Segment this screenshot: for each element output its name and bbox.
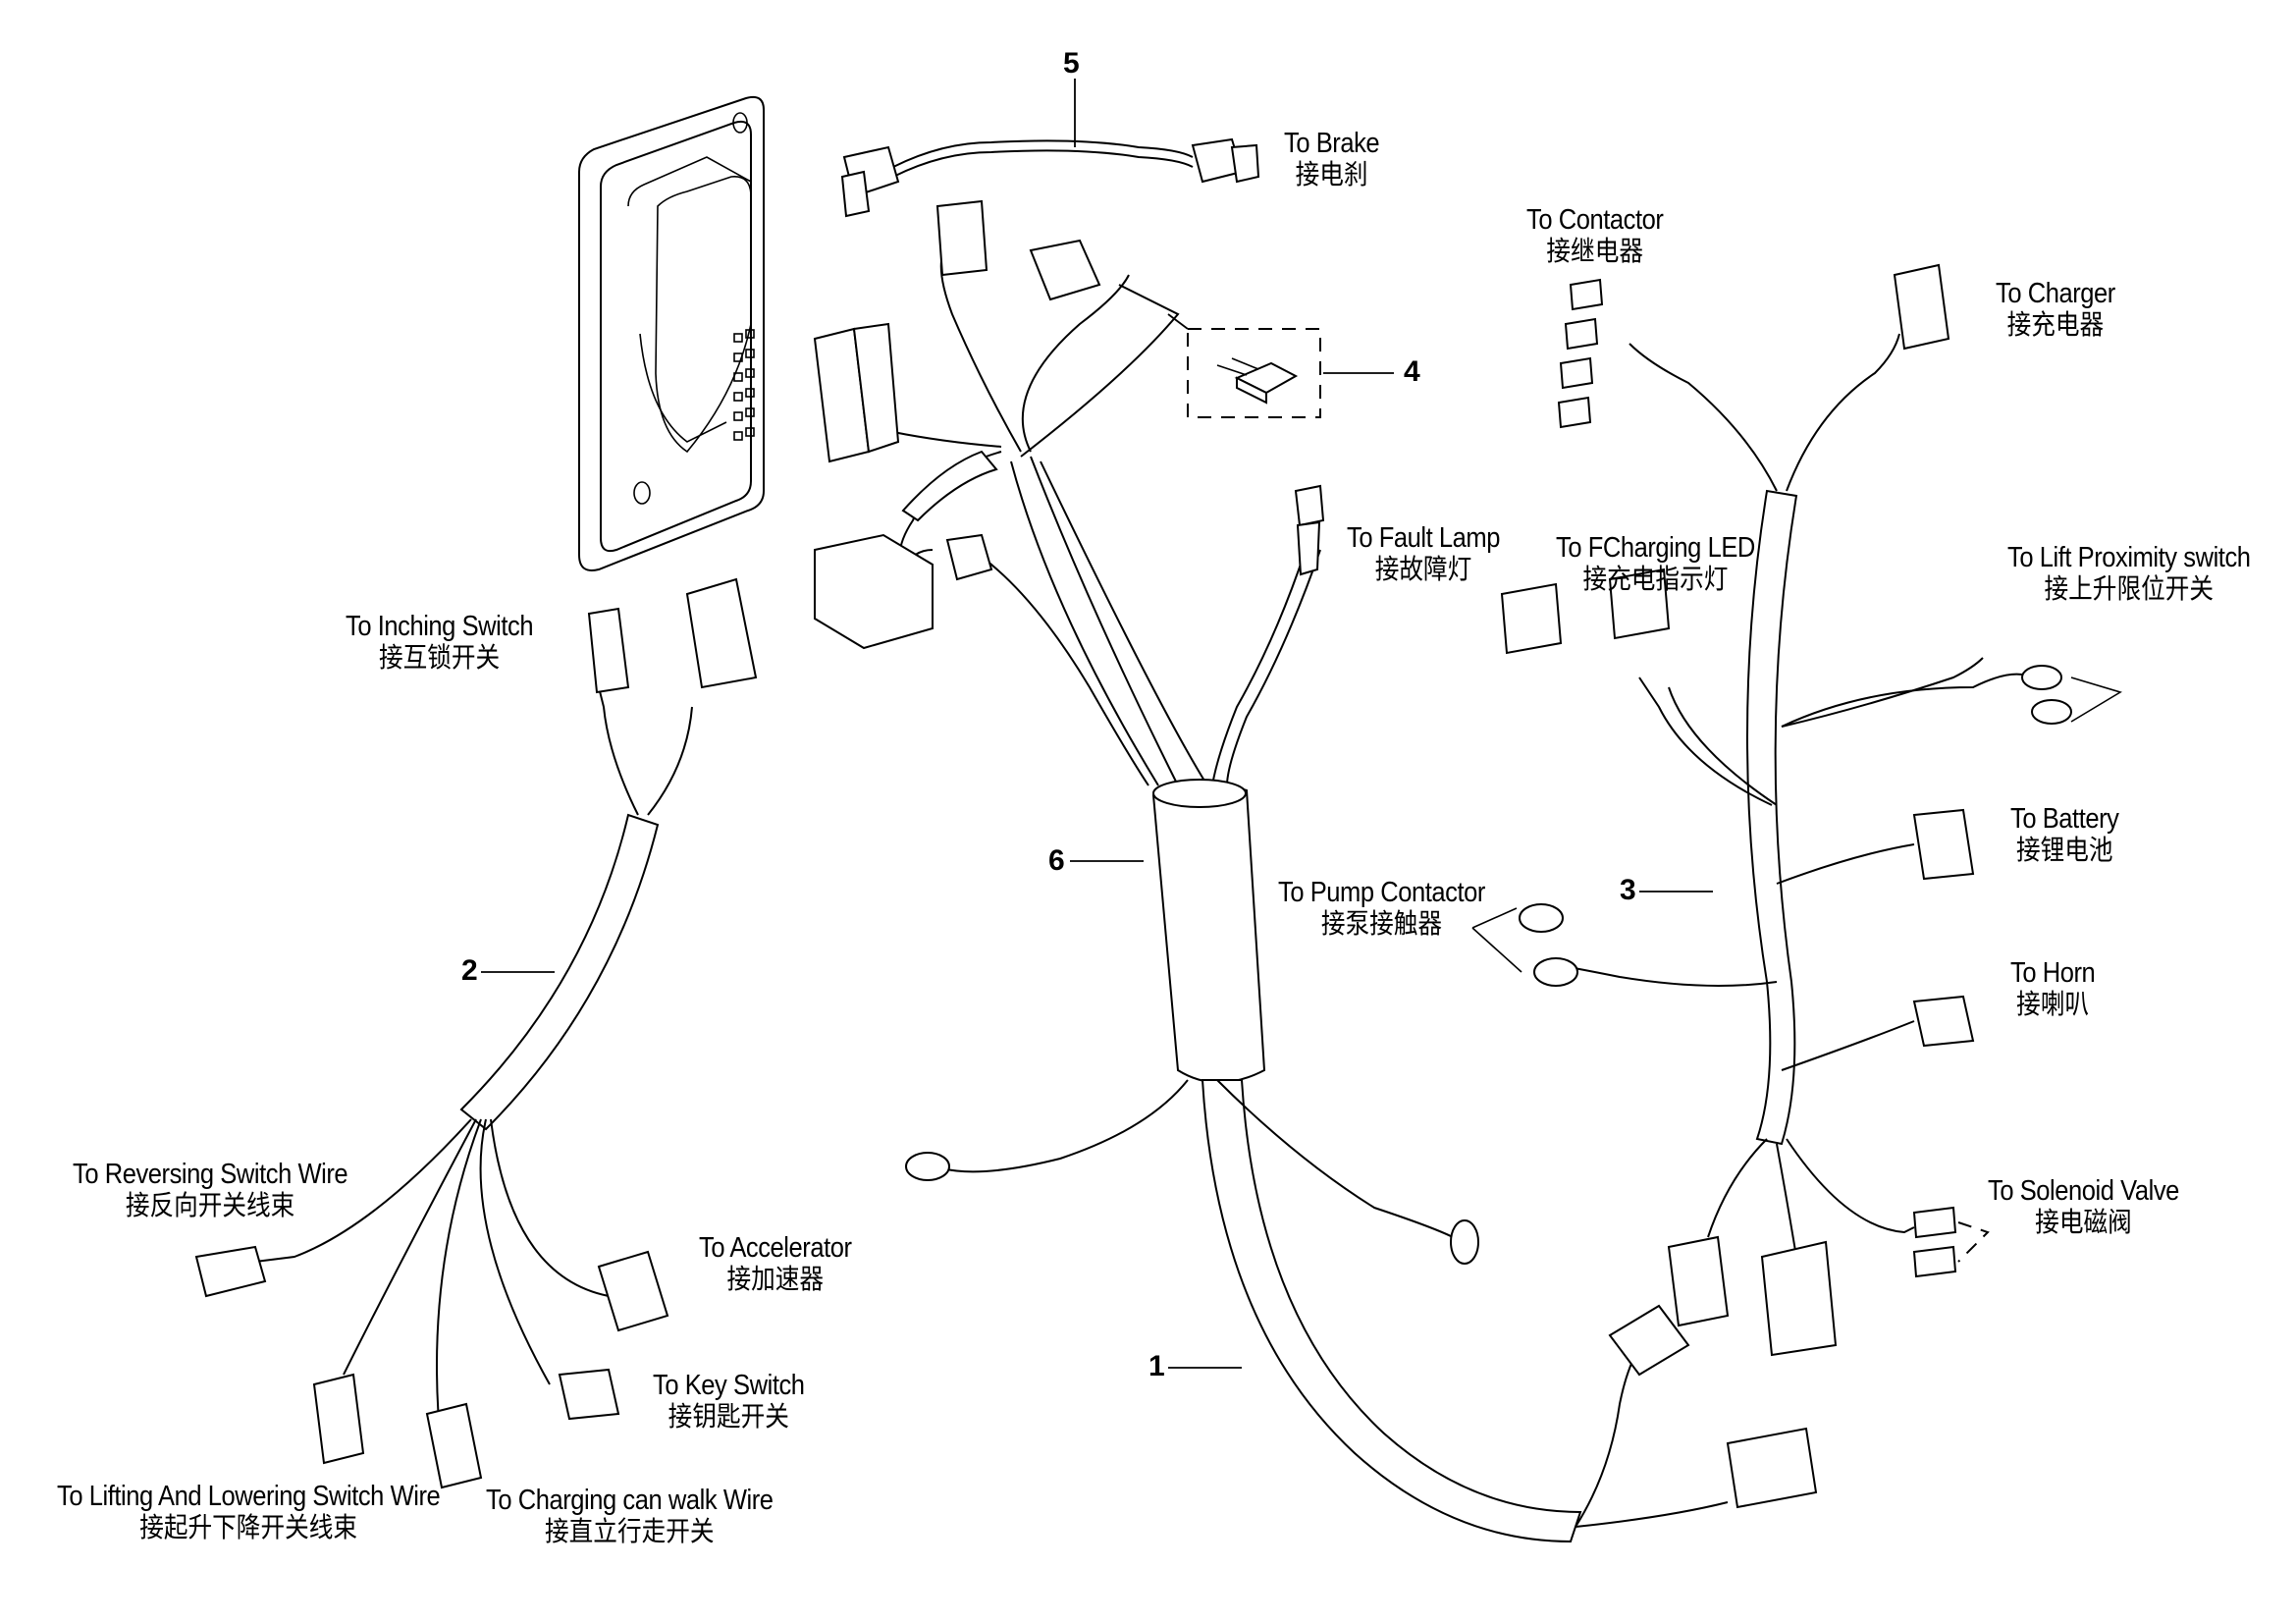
label-en: To Charger: [1996, 278, 2115, 309]
right-branch: [1471, 263, 2122, 1357]
label-en: To Fault Lamp: [1347, 522, 1500, 554]
callout-number: 5: [1063, 47, 1080, 80]
label-en: To Brake: [1284, 128, 1380, 159]
label-en: To Lifting And Lowering Switch Wire: [57, 1481, 441, 1512]
label-zh: 接泵接触器: [1320, 907, 1443, 941]
label-lift-lower: To Lifting And Lowering Switch Wire 接起升下…: [57, 1481, 441, 1544]
label-accelerator: To Accelerator 接加速器: [699, 1232, 852, 1295]
label-zh: 接反向开关线束: [125, 1189, 295, 1222]
label-en: To Accelerator: [699, 1232, 852, 1264]
label-zh: 接电磁阀: [2035, 1206, 2132, 1239]
label-zh: 接锂电池: [2015, 834, 2113, 867]
label-zh: 接电刹: [1295, 158, 1368, 191]
left-branch: [194, 577, 758, 1489]
label-zh: 接加速器: [726, 1263, 825, 1296]
callout-number: 6: [1048, 844, 1065, 877]
label-charging-led: To FCharging LED 接充电指示灯: [1556, 532, 1755, 595]
label-en: To Solenoid Valve: [1988, 1175, 2179, 1207]
label-zh: 接充电器: [2006, 308, 2105, 342]
upper-wires: [892, 254, 1321, 786]
label-lift-proximity: To Lift Proximity switch 接上升限位开关: [2007, 542, 2251, 605]
label-en: To Lift Proximity switch: [2007, 542, 2251, 573]
label-en: To Horn: [2010, 957, 2096, 989]
label-contactor: To Contactor 接继电器: [1526, 204, 1664, 268]
callout-number: 3: [1620, 874, 1636, 906]
label-zh: 接直立行走开关: [545, 1515, 715, 1548]
label-pump-contactor: To Pump Contactor 接泵接触器: [1278, 877, 1485, 940]
label-inching: To Inching Switch 接互锁开关: [346, 611, 534, 675]
label-battery: To Battery 接锂电池: [2010, 803, 2119, 867]
label-key-switch: To Key Switch 接钥匙开关: [653, 1370, 805, 1433]
label-zh: 接钥匙开关: [667, 1400, 789, 1434]
label-zh: 接喇叭: [2016, 988, 2090, 1021]
label-en: To Key Switch: [653, 1370, 805, 1401]
label-en: To Charging can walk Wire: [486, 1485, 774, 1516]
callout-number: 4: [1404, 355, 1420, 388]
protective-sleeve: [1070, 779, 1266, 1084]
label-reversing: To Reversing Switch Wire 接反向开关线束: [73, 1159, 348, 1222]
label-en: To FCharging LED: [1556, 532, 1755, 564]
label-brake: To Brake 接电刹: [1284, 128, 1380, 191]
label-solenoid: To Solenoid Valve 接电磁阀: [1988, 1175, 2179, 1238]
controller-connectors: [813, 199, 1325, 650]
main-cable: [905, 1079, 1818, 1543]
label-zh: 接充电指示灯: [1582, 563, 1729, 596]
label-en: To Inching Switch: [346, 611, 534, 642]
label-charger: To Charger 接充电器: [1996, 278, 2115, 341]
controller-module: [578, 95, 765, 571]
label-en: To Contactor: [1526, 204, 1664, 236]
label-zh: 接上升限位开关: [2044, 572, 2215, 606]
callout-number: 2: [461, 954, 478, 987]
label-en: To Pump Contactor: [1278, 877, 1485, 908]
label-zh: 接起升下降开关线束: [139, 1511, 358, 1544]
callout-number: 1: [1148, 1350, 1165, 1382]
fuse: [1167, 313, 1394, 418]
label-en: To Battery: [2010, 803, 2119, 835]
label-zh: 接故障灯: [1374, 553, 1472, 586]
label-zh: 接互锁开关: [378, 641, 501, 675]
label-zh: 接继电器: [1546, 235, 1643, 268]
label-fault-lamp: To Fault Lamp 接故障灯: [1347, 522, 1500, 585]
label-en: To Reversing Switch Wire: [73, 1159, 348, 1190]
label-charging-walk: To Charging can walk Wire 接直立行走开关: [486, 1485, 774, 1547]
label-horn: To Horn 接喇叭: [2010, 957, 2096, 1021]
brake-lead: [840, 137, 1260, 218]
